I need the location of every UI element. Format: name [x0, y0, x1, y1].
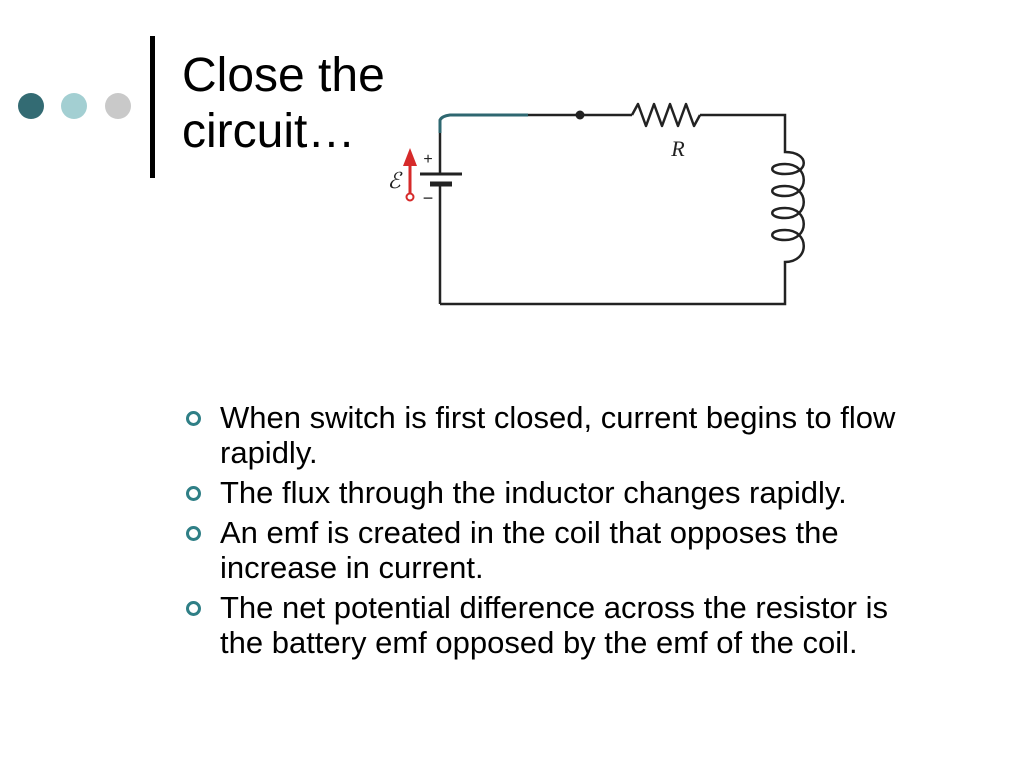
- title-line-2: circuit…: [182, 105, 356, 158]
- emf-arrow-head: [403, 148, 417, 166]
- bullet-item: The flux through the inductor changes ra…: [183, 475, 923, 510]
- bullet-ring-icon: [186, 601, 201, 616]
- slide-title: Close the circuit…: [182, 48, 392, 178]
- wire-resistor-to-corner: [700, 113, 787, 140]
- inductor-coil: [771, 140, 805, 268]
- bullet-item: The net potential difference across the …: [183, 590, 923, 660]
- dot-gray: [105, 93, 131, 119]
- battery-plus-sign: +: [423, 151, 432, 168]
- bullet-item: When switch is first closed, current beg…: [183, 400, 923, 470]
- decorative-dots: [18, 93, 132, 121]
- bullet-text: The flux through the inductor changes ra…: [220, 475, 847, 510]
- title-line-1: Close the: [182, 49, 385, 102]
- emf-symbol: ℰ: [387, 169, 403, 194]
- bullet-ring-icon: [186, 486, 201, 501]
- dot-light-teal: [61, 93, 87, 119]
- switch-arm: [438, 113, 528, 133]
- bullet-text: The net potential difference across the …: [220, 590, 888, 660]
- dot-dark-teal: [18, 93, 44, 119]
- resistor-label: R: [670, 136, 685, 161]
- title-divider: [150, 36, 155, 178]
- bullet-text: An emf is created in the coil that oppos…: [220, 515, 839, 585]
- bullet-ring-icon: [186, 411, 201, 426]
- bullet-ring-icon: [186, 526, 201, 541]
- rl-circuit-diagram: R + − ℰ: [387, 102, 805, 306]
- wire-right-bottom: [440, 268, 787, 306]
- bullet-item: An emf is created in the coil that oppos…: [183, 515, 923, 585]
- bullet-text: When switch is first closed, current beg…: [220, 400, 896, 470]
- bullet-list: When switch is first closed, current beg…: [183, 400, 923, 665]
- emf-arrow-tail: [405, 192, 415, 202]
- resistor: [630, 102, 702, 128]
- battery-minus-sign: −: [423, 188, 434, 208]
